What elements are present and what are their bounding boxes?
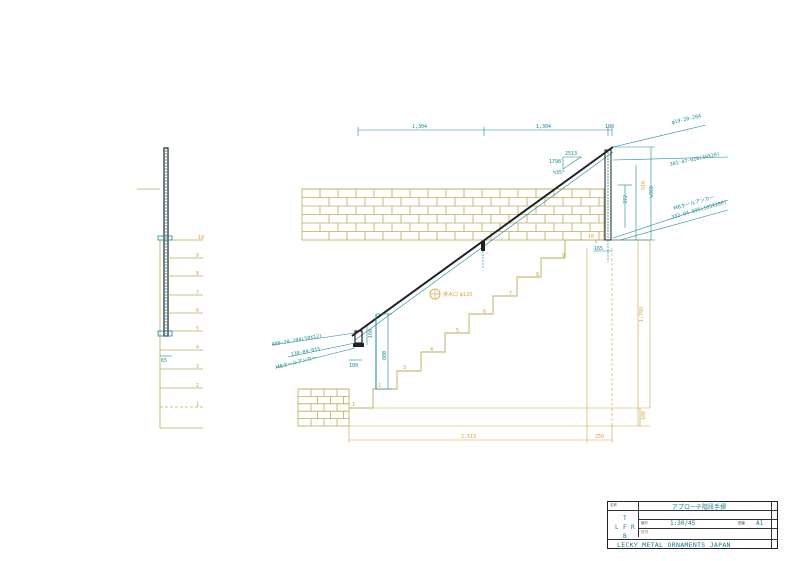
step-number: 3 <box>403 365 406 371</box>
step-number: 8 <box>536 272 539 278</box>
tb-title: アプローチ階段手摺 <box>672 504 727 511</box>
slope-rise: 1798 <box>549 159 561 165</box>
handrail: 排水口 φ120 <box>351 146 614 389</box>
side-view: 10 9 8 7 6 5 4 3 2 1 65 <box>137 147 204 429</box>
tb-scale-label: 縮尺 <box>641 521 648 525</box>
post-height-2: ≒960 <box>649 186 655 198</box>
step-number: 1 <box>352 402 355 408</box>
level-label: 4 <box>196 345 199 351</box>
logo-letter: B <box>623 533 627 540</box>
label-mid-rail: 301-47-028(30X20) <box>669 151 720 168</box>
level-label: 6 <box>196 308 199 314</box>
bottom-dimensions <box>348 240 641 443</box>
step-number: 6 <box>483 309 486 315</box>
level-label: 5 <box>196 326 199 332</box>
post-dimensions <box>593 146 655 252</box>
right-total-height: 1,799 <box>639 307 645 322</box>
post-height-3: 910 <box>641 181 647 190</box>
tb-col-line <box>771 502 772 548</box>
step-number: 5 <box>456 328 459 334</box>
level-label: 7 <box>196 290 199 296</box>
slope-run: 2513 <box>565 151 577 157</box>
stair-profile: 1 2 3 4 5 6 7 8 9 10 <box>349 234 651 427</box>
top-leaders <box>612 124 729 241</box>
tb-no-label: 図番 <box>738 521 745 525</box>
bottom-leaders <box>271 332 356 369</box>
bottom-post-small: 100 <box>349 363 358 369</box>
step-number: 4 <box>430 347 433 353</box>
label-bottom-bracket: 130-04-015 <box>290 346 321 358</box>
step-number: 10 <box>588 234 594 240</box>
level-label: 8 <box>196 271 199 277</box>
side-base-plate-bottom <box>157 330 173 337</box>
bottom-rise: 180 <box>641 411 647 420</box>
slope-angle: ≒35° <box>553 170 565 176</box>
tb-col-line <box>638 502 639 537</box>
level-label: 1 <box>196 402 199 408</box>
tb-scale: 1:30/45 <box>670 520 696 527</box>
bottom-post-top: 160 <box>368 329 374 338</box>
logo-letter: R <box>631 524 635 531</box>
brick-wall <box>301 188 605 241</box>
tb-row-line <box>608 539 777 540</box>
title-block: 名称 アプローチ階段手摺 縮尺 1:30/45 日付 図番 A1 T F R L… <box>607 501 778 549</box>
tb-row-line <box>638 528 777 529</box>
label-bottom-rail: 900-20-204(50X12) <box>271 333 322 348</box>
logo-letter: L <box>615 524 619 531</box>
label-anchor-bottom: M8ホールアンカー <box>275 355 317 371</box>
mid-support <box>481 241 485 251</box>
top-span-2: 1,304 <box>536 124 551 130</box>
company-logo: T F R L B <box>615 515 636 545</box>
side-base-plate-top <box>157 235 173 241</box>
tb-row-line <box>608 510 777 511</box>
side-width-dim: 65 <box>161 358 167 364</box>
step-numbers: 1 2 3 4 5 6 7 8 9 10 <box>352 234 594 408</box>
post-height-1: 372 <box>623 195 629 204</box>
step-number: 7 <box>509 291 512 297</box>
level-label: 10 <box>198 235 204 241</box>
company-name: LECKY METAL ORNAMENTS JAPAN <box>617 541 731 549</box>
slope-triangle <box>562 156 582 170</box>
bottom-bracket-plate <box>353 343 364 347</box>
step-number: 2 <box>378 383 381 389</box>
post-base-offset: 165 <box>594 246 603 252</box>
tb-row-line <box>638 519 777 520</box>
level-label: 3 <box>196 364 199 370</box>
logo-letter: F <box>623 524 627 531</box>
tb-no: A1 <box>756 520 764 527</box>
drain-label: 排水口 φ120 <box>443 291 472 298</box>
level-label: 2 <box>196 383 199 389</box>
level-label: 9 <box>196 253 199 259</box>
top-post-offset: 100 <box>605 124 614 130</box>
label-top-rail: φ19-20-204 <box>671 113 702 126</box>
total-run: 2,513 <box>461 434 476 440</box>
tb-date-label: 日付 <box>641 530 648 534</box>
step-number: 9 <box>562 253 565 259</box>
side-level-labels: 10 9 8 7 6 5 4 3 2 1 <box>196 235 204 408</box>
stair-line <box>349 239 597 409</box>
bottom-post-height: 800 <box>382 351 388 360</box>
bottom-post-dims <box>349 313 392 390</box>
brick-wall-low <box>297 388 350 427</box>
top-span-1: 1,304 <box>412 124 427 130</box>
top-dimensions <box>357 127 613 136</box>
tb-name-label: 名称 <box>610 503 617 507</box>
end-offset: 250 <box>595 434 604 440</box>
side-level-lines <box>160 239 203 429</box>
logo-letter: T <box>623 515 627 522</box>
